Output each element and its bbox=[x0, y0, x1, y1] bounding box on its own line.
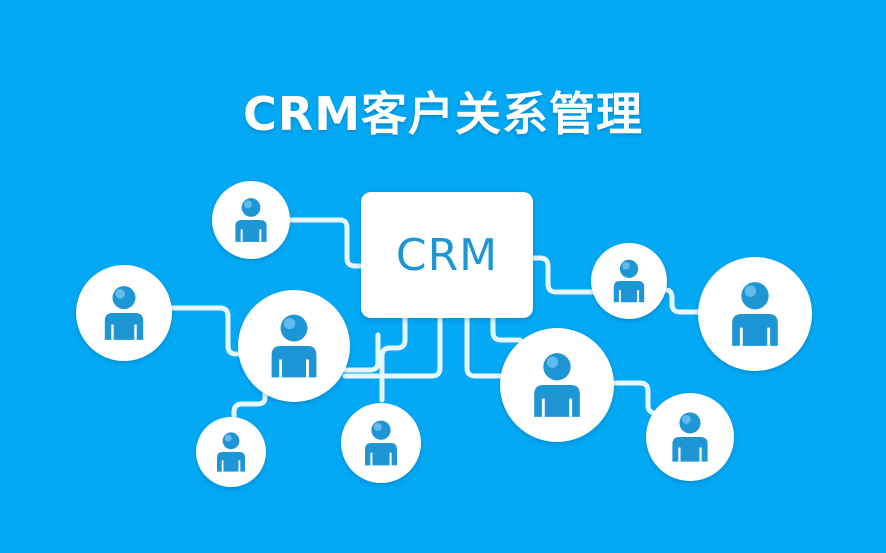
person-icon bbox=[534, 353, 580, 417]
crm-hub-box: CRM bbox=[361, 192, 533, 318]
person-icon bbox=[271, 314, 317, 378]
person-icon bbox=[732, 282, 778, 346]
user-node-small-right bbox=[591, 243, 667, 319]
person-icon bbox=[104, 286, 144, 340]
user-node-mid-left bbox=[76, 265, 172, 361]
user-node-large-right bbox=[698, 257, 812, 371]
user-node-large-left bbox=[238, 290, 350, 402]
person-icon bbox=[365, 420, 397, 466]
person-icon bbox=[217, 432, 245, 472]
user-node-top-left bbox=[212, 181, 290, 259]
user-node-bottom-center bbox=[341, 403, 421, 483]
user-node-bottom-left bbox=[196, 417, 266, 487]
page-title: CRM客户关系管理 bbox=[243, 87, 643, 141]
person-icon bbox=[613, 259, 645, 303]
person-icon bbox=[672, 412, 708, 462]
user-node-large-center-right bbox=[500, 328, 614, 442]
person-icon bbox=[235, 198, 267, 242]
user-node-bottom-right bbox=[646, 393, 734, 481]
crm-hub-label: CRM bbox=[395, 229, 499, 281]
